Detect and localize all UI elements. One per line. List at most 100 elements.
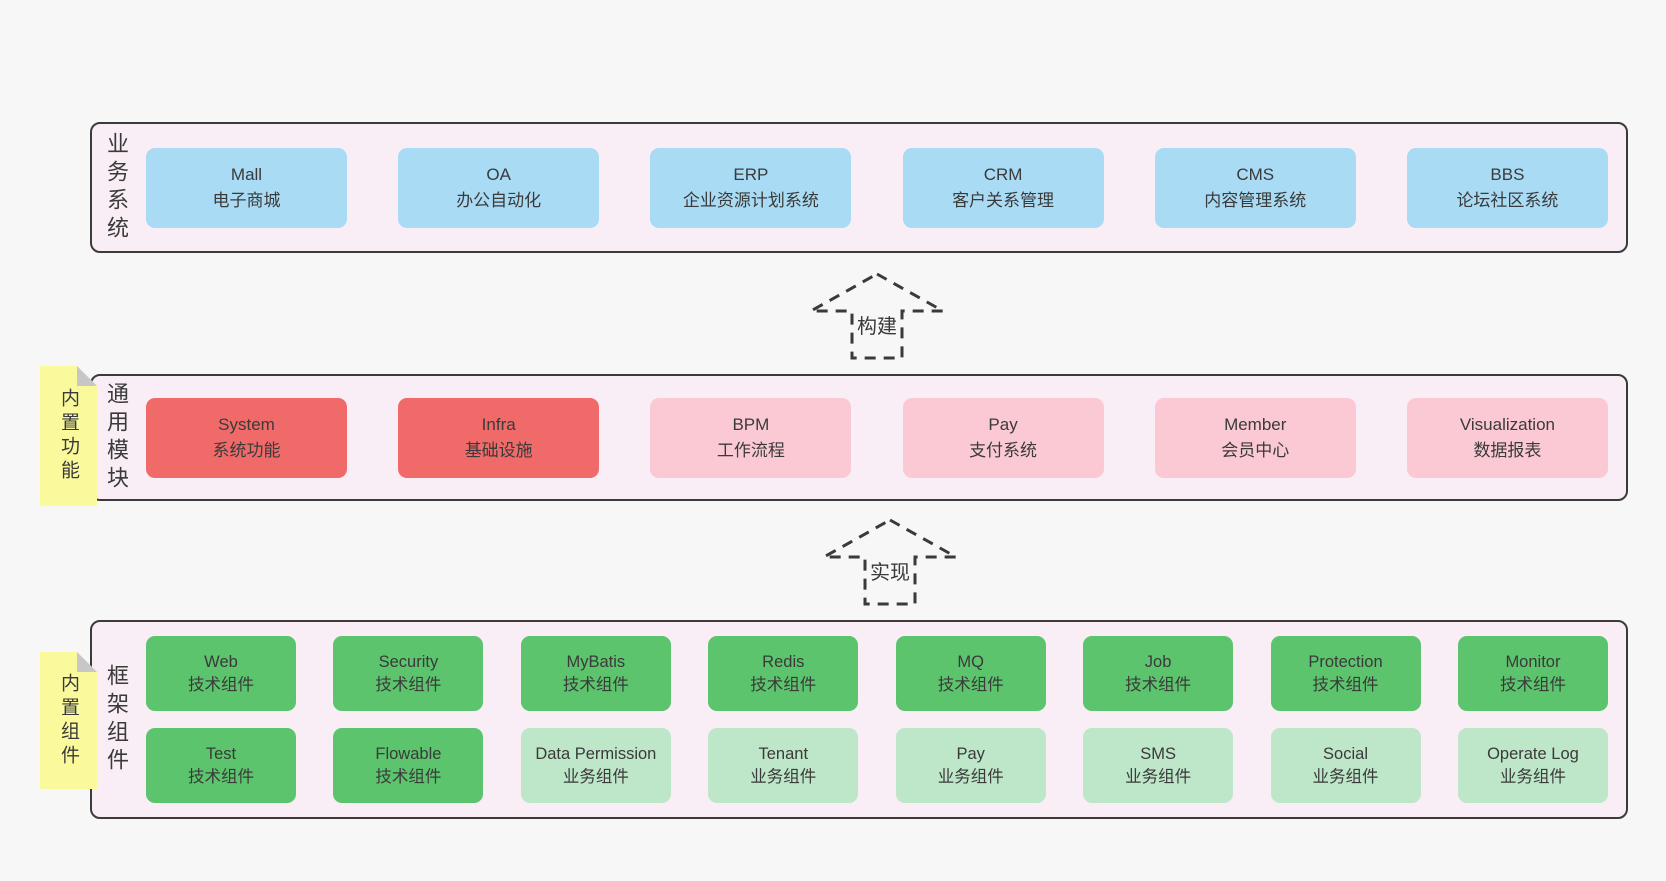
layer-framework-label-wrap: 框架组件: [92, 622, 140, 817]
layer-framework-components: 框架组件 Web 技术组件 Security 技术组件 MyBatis 技术组件…: [90, 620, 1628, 819]
box-pay: Pay 支付系统: [902, 397, 1104, 478]
box-subtitle: 工作流程: [716, 440, 785, 460]
box-subtitle: 技术组件: [562, 675, 629, 694]
box-subtitle: 内容管理系统: [1204, 190, 1307, 210]
box-subtitle: 系统功能: [212, 440, 281, 460]
layer-business-label-wrap: 业务系统: [92, 124, 140, 251]
box-title: Monitor: [1505, 652, 1561, 671]
box-oa: OA 办公自动化: [398, 147, 600, 228]
box-subtitle: 企业资源计划系统: [682, 190, 819, 210]
builtin-features-note: 内置功能: [40, 366, 97, 506]
box-bbs: BBS 论坛社区系统: [1406, 147, 1608, 228]
box-title: Web: [204, 652, 238, 671]
box-subtitle: 业务组件: [1312, 767, 1379, 786]
box-title: Tenant: [758, 744, 809, 763]
box-flowable: Flowable 技术组件: [333, 728, 484, 803]
box-title: Security: [378, 652, 439, 671]
box-title: BBS: [1490, 164, 1525, 184]
box-crm: CRM 客户关系管理: [902, 147, 1104, 228]
box-title: Mall: [230, 164, 263, 184]
box-subtitle: 技术组件: [188, 767, 254, 786]
box-mybatis: MyBatis 技术组件: [520, 636, 671, 711]
box-sms: SMS 业务组件: [1083, 728, 1234, 803]
box-title: CRM: [983, 164, 1023, 184]
box-subtitle: 技术组件: [188, 675, 254, 694]
box-erp: ERP 企业资源计划系统: [650, 147, 852, 228]
box-pay-business: Pay 业务组件: [895, 728, 1046, 803]
box-visualization: Visualization 数据报表: [1406, 397, 1608, 478]
box-mall: Mall 电子商城: [146, 147, 347, 228]
box-title: SMS: [1140, 744, 1176, 763]
box-subtitle: 技术组件: [375, 767, 442, 786]
box-bpm: BPM 工作流程: [650, 397, 852, 478]
box-title: ERP: [733, 164, 769, 184]
box-protection: Protection 技术组件: [1270, 636, 1421, 711]
box-redis: Redis 技术组件: [708, 636, 859, 711]
box-title: Protection: [1308, 652, 1383, 671]
box-title: OA: [486, 164, 511, 184]
box-subtitle: 基础设施: [464, 440, 533, 460]
box-title: Visualization: [1459, 414, 1555, 434]
box-infra: Infra 基础设施: [398, 397, 600, 478]
box-subtitle: 业务组件: [1125, 767, 1192, 786]
box-subtitle: 技术组件: [1499, 675, 1566, 694]
box-test: Test 技术组件: [146, 728, 296, 803]
framework-row-1: Web 技术组件 Security 技术组件 MyBatis 技术组件 Redi…: [146, 636, 1608, 711]
box-subtitle: 业务组件: [562, 767, 629, 786]
layer-common-modules: 通用模块 System 系统功能 Infra 基础设施 BPM 工作流程 Pay…: [90, 374, 1628, 501]
box-security: Security 技术组件: [333, 636, 484, 711]
box-subtitle: 支付系统: [969, 440, 1038, 460]
box-title: BPM: [732, 414, 770, 434]
box-social: Social 业务组件: [1270, 728, 1421, 803]
box-member: Member 会员中心: [1154, 397, 1356, 478]
box-mq: MQ 技术组件: [895, 636, 1046, 711]
box-cms: CMS 内容管理系统: [1154, 147, 1356, 228]
box-operate-log: Operate Log 业务组件: [1457, 728, 1608, 803]
box-title: Operate Log: [1487, 744, 1579, 763]
box-title: Pay: [988, 414, 1018, 434]
box-subtitle: 业务组件: [1499, 767, 1566, 786]
box-subtitle: 技术组件: [937, 675, 1004, 694]
box-title: Social: [1323, 744, 1368, 763]
build-arrow-label: 构建: [854, 310, 900, 339]
box-subtitle: 数据报表: [1473, 440, 1542, 460]
business-boxes: Mall 电子商城 OA 办公自动化 ERP 企业资源计划系统 CRM 客户关系…: [140, 124, 1626, 251]
box-subtitle: 业务组件: [937, 767, 1004, 786]
box-title: Pay: [956, 744, 985, 763]
layer-business-label: 业务系统: [104, 131, 129, 244]
box-subtitle: 技术组件: [1125, 675, 1192, 694]
build-arrow: 构建: [807, 270, 947, 362]
framework-rows: Web 技术组件 Security 技术组件 MyBatis 技术组件 Redi…: [140, 622, 1626, 817]
builtin-components-note: 内置组件: [40, 652, 97, 789]
layer-modules-label-wrap: 通用模块: [92, 376, 140, 499]
module-boxes: System 系统功能 Infra 基础设施 BPM 工作流程 Pay 支付系统…: [140, 376, 1626, 499]
layer-business-systems: 业务系统 Mall 电子商城 OA 办公自动化 ERP 企业资源计划系统 CRM…: [90, 122, 1628, 253]
box-title: Test: [205, 744, 237, 763]
box-title: System: [218, 414, 275, 434]
box-system: System 系统功能: [146, 397, 347, 478]
box-data-permission: Data Permission 业务组件: [520, 728, 671, 803]
box-subtitle: 办公自动化: [456, 190, 542, 210]
box-subtitle: 会员中心: [1221, 440, 1290, 460]
box-title: MQ: [957, 652, 984, 671]
up-arrow-icon: [820, 518, 960, 606]
box-title: Infra: [481, 414, 516, 434]
box-subtitle: 电子商城: [212, 190, 281, 210]
box-subtitle: 客户关系管理: [952, 190, 1055, 210]
box-subtitle: 论坛社区系统: [1456, 190, 1559, 210]
layer-framework-label: 框架组件: [104, 663, 129, 776]
box-web: Web 技术组件: [146, 636, 296, 711]
box-title: Flowable: [375, 744, 442, 763]
box-subtitle: 技术组件: [1312, 675, 1379, 694]
box-subtitle: 技术组件: [750, 675, 817, 694]
box-title: Job: [1144, 652, 1172, 671]
implement-arrow-label: 实现: [867, 556, 913, 585]
box-monitor: Monitor 技术组件: [1457, 636, 1608, 711]
box-title: CMS: [1236, 164, 1275, 184]
box-title: Redis: [762, 652, 805, 671]
builtin-features-note-text: 内置功能: [58, 388, 79, 484]
builtin-components-note-text: 内置组件: [58, 672, 79, 769]
box-title: MyBatis: [566, 652, 626, 671]
up-arrow-icon: [807, 272, 947, 360]
